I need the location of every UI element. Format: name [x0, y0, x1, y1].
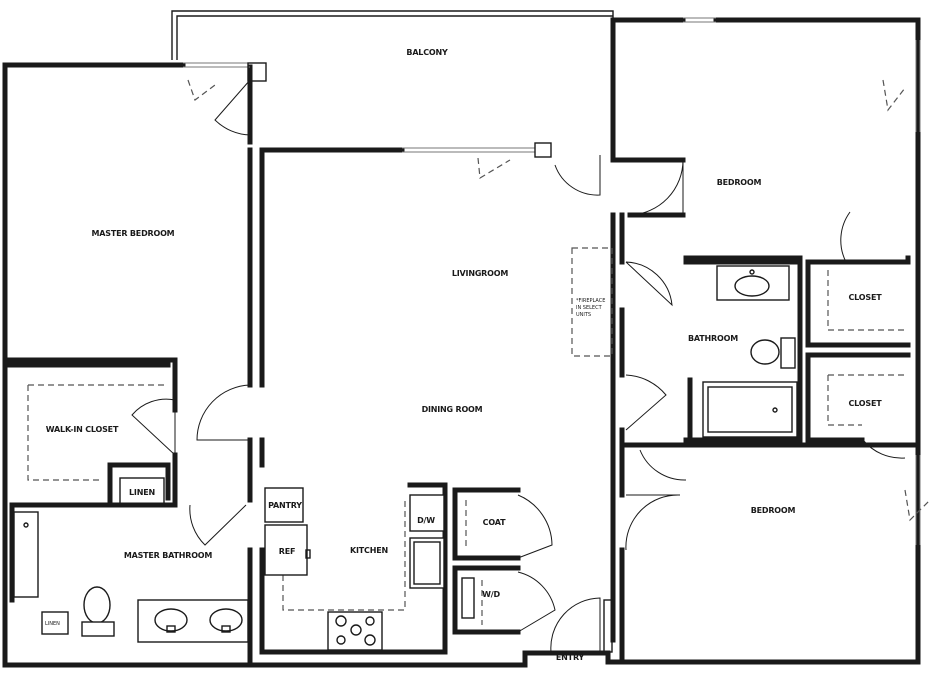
- label-washer-dryer: W/D: [482, 590, 500, 599]
- label-living-room: LIVINGROOM: [452, 269, 508, 278]
- label-linen: LINEN: [129, 488, 155, 497]
- label-coat: COAT: [483, 518, 506, 527]
- room-labels: BALCONY MASTER BEDROOM LIVINGROOM DINING…: [45, 48, 882, 662]
- label-dining-room: DINING ROOM: [422, 405, 483, 414]
- label-entry: ENTRY: [556, 653, 585, 662]
- label-balcony: BALCONY: [406, 48, 448, 57]
- washer-dryer: [461, 577, 475, 619]
- master-vanity: [137, 599, 249, 643]
- bathroom-toilet: [750, 339, 780, 365]
- bathroom-vanity: [716, 265, 790, 301]
- interior-walls: [2, 147, 921, 668]
- kitchen-sink: [409, 537, 445, 589]
- master-toilet: [83, 586, 111, 624]
- fixtures: [13, 265, 798, 653]
- label-bathroom: BATHROOM: [688, 334, 738, 343]
- fireplace-note-line-1: *FIREPLACE: [576, 298, 605, 304]
- label-bedroom-2: BEDROOM: [751, 506, 796, 515]
- balcony-railing: [171, 10, 614, 60]
- label-master-bathroom: MASTER BATHROOM: [124, 551, 213, 560]
- bathroom-tub: [702, 381, 798, 438]
- label-master-bedroom: MASTER BEDROOM: [92, 229, 175, 238]
- fireplace-note-line-2: IN SELECT: [576, 305, 603, 311]
- fireplace-note-line-3: UNITS: [576, 312, 591, 318]
- refrigerator: [264, 524, 308, 576]
- label-walk-in-closet: WALK-IN CLOSET: [46, 425, 119, 434]
- label-linen-small: LINEN: [45, 621, 60, 627]
- range: [327, 611, 383, 651]
- pantry-box: [264, 487, 304, 523]
- dishwasher: [409, 494, 445, 532]
- label-bedroom-1: BEDROOM: [717, 178, 762, 187]
- label-closet-2: CLOSET: [849, 399, 883, 408]
- master-bathtub: [13, 511, 39, 598]
- label-refrigerator: REF: [279, 547, 296, 556]
- label-pantry: PANTRY: [268, 501, 302, 510]
- label-closet-1: CLOSET: [849, 293, 883, 302]
- label-dishwasher: D/W: [417, 516, 435, 525]
- label-kitchen: KITCHEN: [350, 546, 388, 555]
- doors: [131, 62, 931, 653]
